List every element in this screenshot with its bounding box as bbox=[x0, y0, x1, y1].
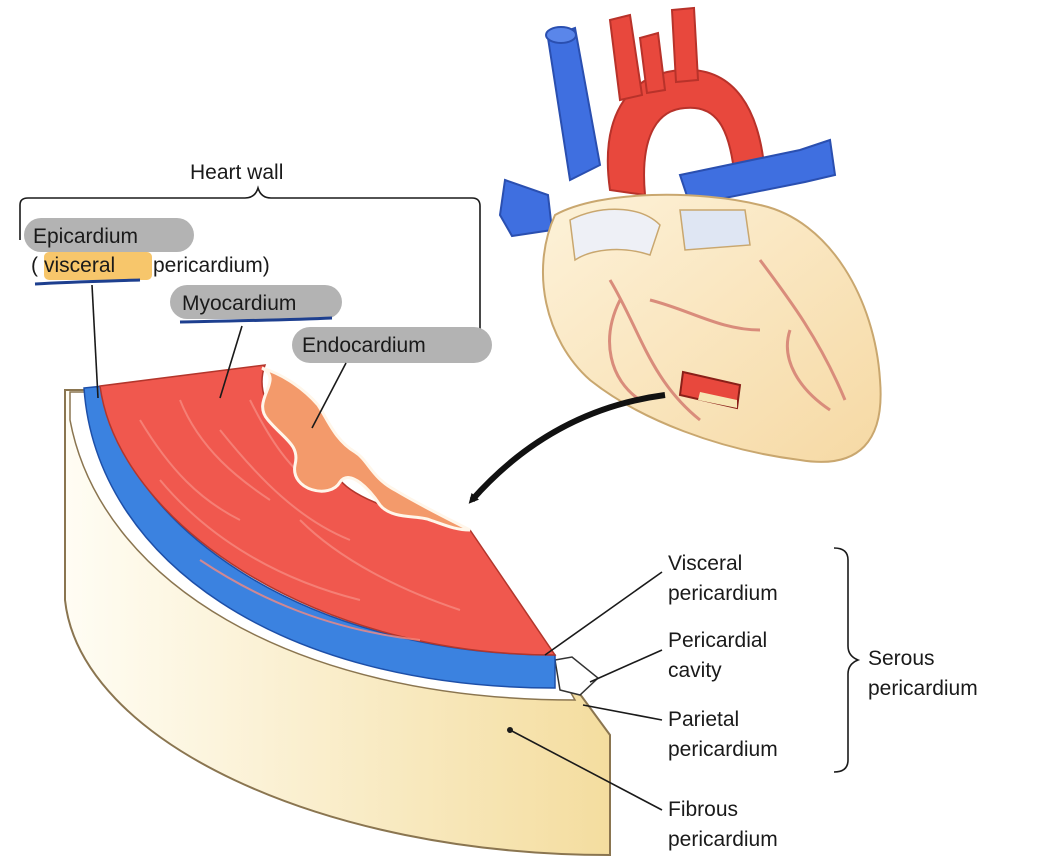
epicardium-underline bbox=[35, 280, 140, 284]
visceral-pericardium-label-1: Visceral bbox=[668, 552, 742, 575]
visceral-pericardium-leader bbox=[545, 572, 662, 655]
parietal-pericardium-label-2: pericardium bbox=[668, 738, 778, 761]
serous-pericardium-label-2: pericardium bbox=[868, 677, 978, 700]
fibrous-pericardium-label-2: pericardium bbox=[668, 828, 778, 851]
serous-bracket bbox=[834, 548, 858, 772]
myocardium-label: Myocardium bbox=[182, 292, 296, 315]
pulmonary-veins-left bbox=[500, 180, 552, 236]
heart-illustration bbox=[500, 8, 881, 462]
endocardium-leader bbox=[312, 363, 346, 428]
serous-pericardium-label-1: Serous bbox=[868, 647, 935, 670]
superior-vena-cava bbox=[548, 28, 600, 180]
endocardium-label: Endocardium bbox=[302, 334, 426, 357]
heart-wall-title: Heart wall bbox=[190, 161, 283, 184]
epicardium-label: Epicardium bbox=[33, 225, 138, 248]
wall-cross-section bbox=[65, 365, 610, 855]
epicardium-sub-rest: pericardium) bbox=[153, 254, 270, 277]
epicardium-sub-open: ( bbox=[31, 254, 38, 277]
visceral-pericardium-label-2: pericardium bbox=[668, 582, 778, 605]
pericardial-cavity-leader bbox=[590, 650, 662, 682]
pericardial-cavity-label-1: Pericardial bbox=[668, 629, 767, 652]
fibrous-pericardium-label-1: Fibrous bbox=[668, 798, 738, 821]
pericardial-cavity-label-2: cavity bbox=[668, 659, 722, 682]
epicardium-sub-highlight: visceral bbox=[44, 254, 115, 277]
parietal-pericardium-label-1: Parietal bbox=[668, 708, 739, 731]
epicardium-leader bbox=[92, 285, 98, 398]
